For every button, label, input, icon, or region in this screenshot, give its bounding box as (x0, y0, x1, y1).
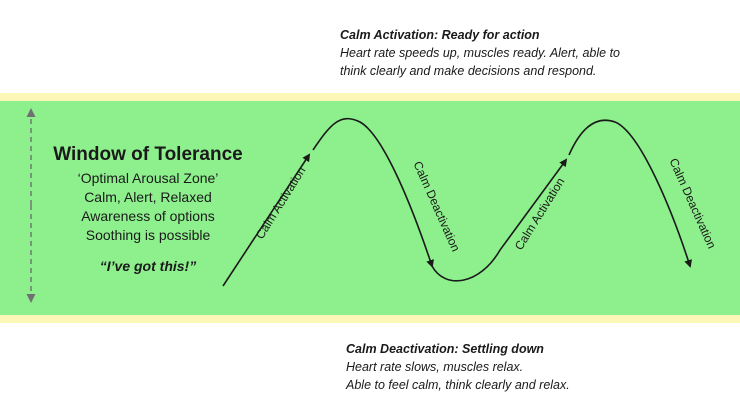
zone-line: Soothing is possible (85, 227, 211, 243)
calm-activation-heading: Calm Activation: Ready for action (340, 28, 540, 42)
zone-line: Awareness of options (81, 208, 215, 224)
wave-label-activation-1: Calm Activation (253, 164, 309, 242)
calm-deactivation-line: Able to feel calm, think clearly and rel… (346, 378, 570, 392)
zone-description: Window of Tolerance ‘Optimal Arousal Zon… (48, 142, 248, 276)
calm-activation-line: Heart rate speeds up, muscles ready. Ale… (340, 46, 620, 60)
deactivation-wave-segment-1 (312, 117, 434, 268)
calm-deactivation-heading: Calm Deactivation: Settling down (346, 342, 544, 356)
calm-deactivation-line: Heart rate slows, muscles relax. (346, 360, 524, 374)
zone-line: ‘Optimal Arousal Zone’ (77, 170, 219, 186)
zone-quote: “I’ve got this!” (99, 258, 197, 274)
window-of-tolerance-zone (0, 101, 740, 315)
calm-activation-line: think clearly and make decisions and res… (340, 64, 597, 78)
wave-label-activation-2: Calm Activation (512, 175, 568, 253)
zone-line: Calm, Alert, Relaxed (84, 189, 212, 205)
calm-activation-callout: Calm Activation: Ready for action Heart … (340, 26, 720, 80)
wave-label-deactivation-1: Calm Deactivation (410, 159, 462, 254)
calm-deactivation-callout: Calm Deactivation: Settling down Heart r… (346, 340, 726, 394)
activation-wave-segment-1 (222, 153, 311, 287)
deactivation-wave-segment-2 (568, 119, 692, 268)
zone-title: Window of Tolerance (53, 144, 243, 165)
wave-label-deactivation-2: Calm Deactivation (666, 156, 718, 251)
transition-trough (431, 158, 568, 282)
